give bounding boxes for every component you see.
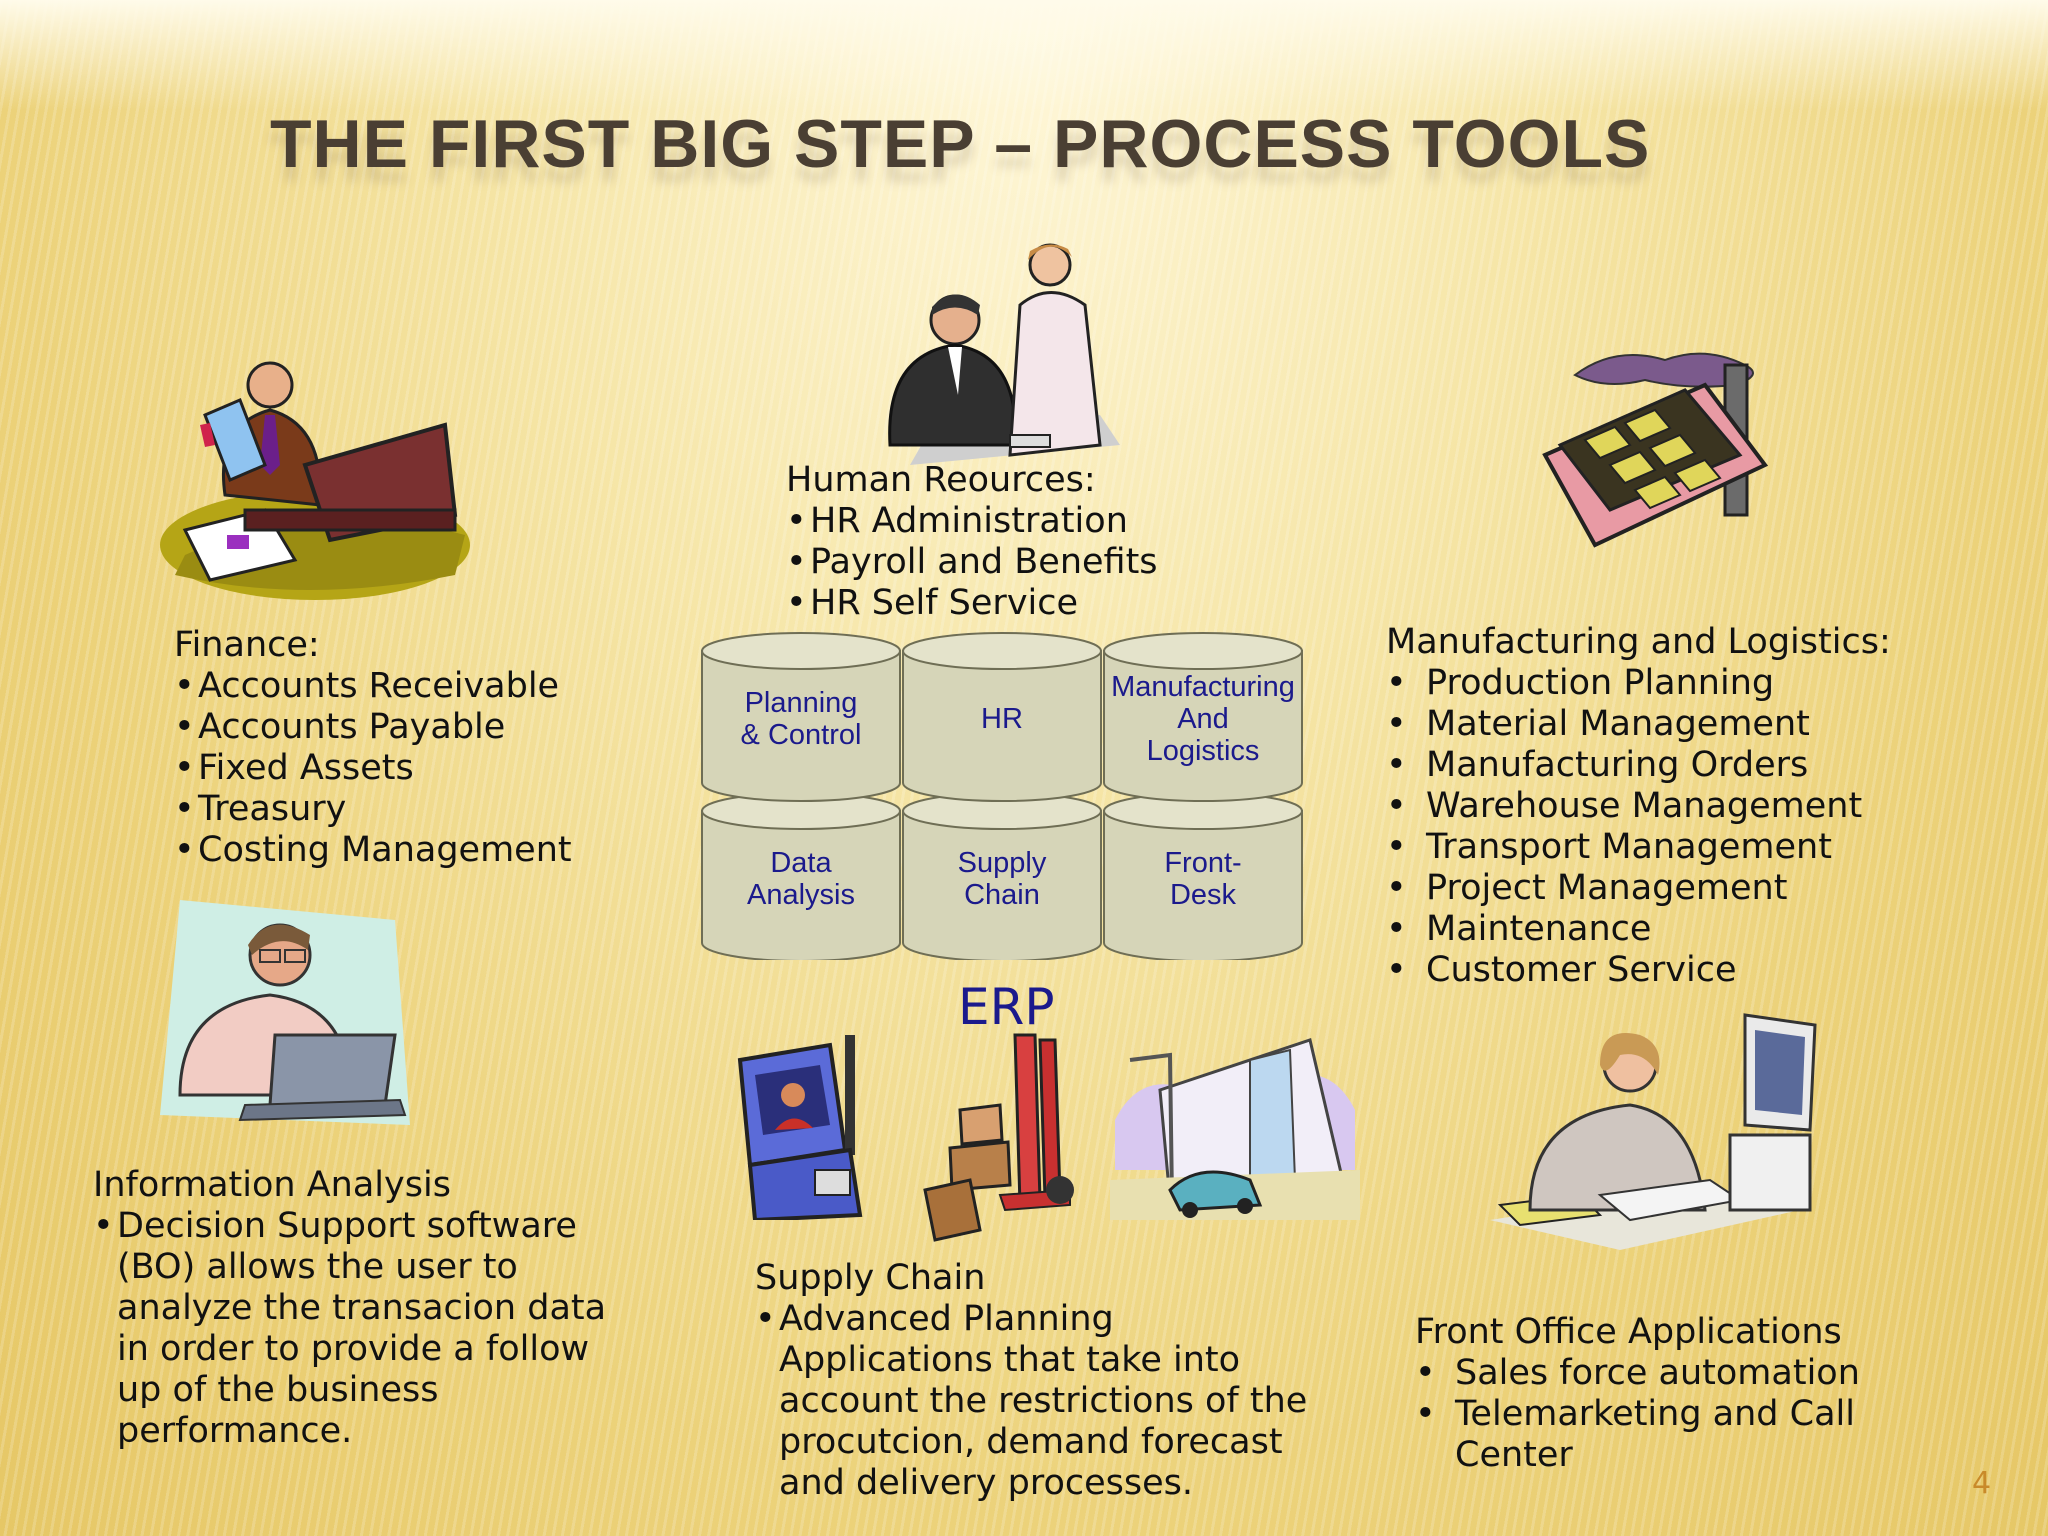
building-icon xyxy=(1110,1038,1360,1220)
erp-cylinder-label: Data xyxy=(770,847,832,879)
info-analysis-section: Information Analysis Decision Support so… xyxy=(93,1165,613,1452)
finance-list: Accounts Receivable Accounts Payable Fix… xyxy=(174,666,572,871)
finance-item: Fixed Assets xyxy=(174,748,572,789)
erp-cylinder: Planning& Control xyxy=(701,632,901,802)
erp-cylinder: HR xyxy=(902,632,1102,802)
hr-item: HR Self Service xyxy=(786,583,1158,624)
manufacturing-heading: Manufacturing and Logistics: xyxy=(1386,622,1891,662)
front-office-clipart-icon xyxy=(1490,1013,1817,1250)
manufacturing-list: Production Planning Material Management … xyxy=(1386,663,1891,991)
erp-cylinder-label: Logistics xyxy=(1147,735,1260,767)
erp-cylinder-label: HR xyxy=(981,703,1023,735)
handtruck-icon xyxy=(923,1033,1074,1242)
erp-cylinder-label: Front- xyxy=(1164,847,1241,879)
background-glow xyxy=(0,0,2048,110)
finance-item: Treasury xyxy=(174,789,572,830)
truck-icon xyxy=(737,1035,863,1220)
slide-title: THE FIRST BIG STEP – PROCESS TOOLS xyxy=(270,106,1651,182)
analyst-clipart-icon xyxy=(160,900,410,1125)
erp-cylinder-label: Analysis xyxy=(747,879,855,911)
supply-chain-item: Advanced Planning Applications that take… xyxy=(755,1299,1315,1504)
manufacturing-item: Customer Service xyxy=(1386,950,1891,991)
front-office-section: Front Office Applications Sales force au… xyxy=(1415,1312,1915,1476)
erp-database-diagram: DataAnalysisSupplyChainFront-DeskPlannin… xyxy=(701,632,1303,960)
supply-chain-heading: Supply Chain xyxy=(755,1258,986,1298)
hr-clipart-icon xyxy=(888,243,1120,465)
front-office-item: Telemarketing and Call Center xyxy=(1415,1394,1915,1476)
manufacturing-item: Transport Management xyxy=(1386,827,1891,868)
manufacturing-item: Maintenance xyxy=(1386,909,1891,950)
front-office-item: Sales force automation xyxy=(1415,1353,1915,1394)
finance-clipart-icon xyxy=(160,361,470,600)
info-analysis-item: Decision Support software (BO) allows th… xyxy=(93,1206,613,1452)
manufacturing-item: Production Planning xyxy=(1386,663,1891,704)
erp-cylinder-label: Supply xyxy=(958,847,1047,879)
hr-section: Human Reources: HR Administration Payrol… xyxy=(786,460,1158,624)
erp-cylinder-label: & Control xyxy=(741,719,862,751)
erp-label: ERP xyxy=(958,978,1055,1036)
hr-item: Payroll and Benefits xyxy=(786,542,1158,583)
manufacturing-item: Project Management xyxy=(1386,868,1891,909)
finance-item: Accounts Payable xyxy=(174,707,572,748)
erp-cylinder-label: Planning xyxy=(745,687,858,719)
erp-cylinder-label: And xyxy=(1177,703,1229,735)
supply-chain-section: Supply Chain Advanced Planning Applicati… xyxy=(755,1258,1315,1504)
hr-heading: Human Reources: xyxy=(786,460,1096,500)
erp-cylinder-label: Desk xyxy=(1170,879,1237,911)
hr-item: HR Administration xyxy=(786,501,1158,542)
front-office-heading: Front Office Applications xyxy=(1415,1312,1842,1352)
supply-chain-list: Advanced Planning Applications that take… xyxy=(755,1299,1315,1504)
finance-heading: Finance: xyxy=(174,625,320,665)
manufacturing-section: Manufacturing and Logistics: Production … xyxy=(1386,622,1891,991)
erp-cylinder-label: Manufacturing xyxy=(1111,671,1295,703)
erp-cylinder-label: Chain xyxy=(964,879,1040,911)
front-office-list: Sales force automation Telemarketing and… xyxy=(1415,1353,1915,1476)
info-analysis-list: Decision Support software (BO) allows th… xyxy=(93,1206,613,1452)
info-analysis-heading: Information Analysis xyxy=(93,1165,451,1205)
factory-clipart-icon xyxy=(1542,352,1769,548)
manufacturing-item: Manufacturing Orders xyxy=(1386,745,1891,786)
finance-item: Accounts Receivable xyxy=(174,666,572,707)
page-number: 4 xyxy=(1972,1466,1992,1501)
erp-cylinder: Front-Desk xyxy=(1103,792,1303,960)
finance-item: Costing Management xyxy=(174,830,572,871)
manufacturing-item: Material Management xyxy=(1386,704,1891,745)
finance-section: Finance: Accounts Receivable Accounts Pa… xyxy=(174,625,572,871)
hr-list: HR Administration Payroll and Benefits H… xyxy=(786,501,1158,624)
manufacturing-item: Warehouse Management xyxy=(1386,786,1891,827)
